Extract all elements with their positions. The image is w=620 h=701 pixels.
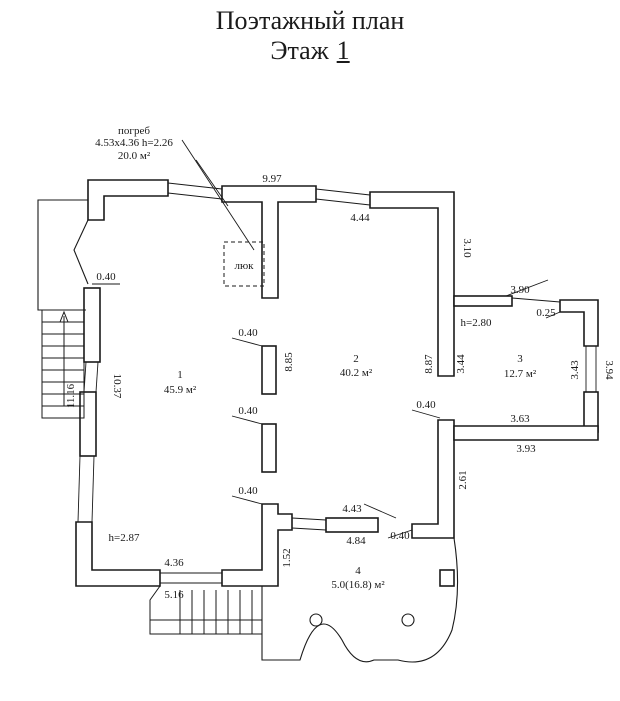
wall-annex-bottom — [453, 425, 599, 441]
dim-pillar-upper-len: 8.85 — [283, 352, 295, 372]
wall-top-right — [369, 191, 455, 377]
dim-porch-wall: 0.40 — [390, 530, 410, 542]
dim-right-lower: 2.61 — [457, 470, 469, 489]
floor-label: Этаж — [270, 36, 329, 65]
cellar-leader — [181, 139, 255, 251]
dim-room2-corner: 0.40 — [416, 399, 436, 411]
pillar-lower — [261, 423, 277, 473]
floor-number: 1 — [336, 36, 350, 65]
room-3-area: 12.7 м² — [504, 368, 537, 380]
wall-bottom-middle — [221, 503, 293, 587]
dim-porch-outer: 4.84 — [346, 535, 366, 547]
dim-annex-right-inner: 3.43 — [569, 360, 581, 380]
plan-title: Поэтажный план — [215, 6, 405, 35]
leader-lines — [92, 279, 561, 539]
room-4-number: 4 — [355, 565, 361, 577]
cellar-dims: 4.53x4.36 h=2.26 — [95, 137, 173, 149]
dim-porch-left: 1.52 — [281, 548, 293, 567]
cellar-name: погреб — [118, 125, 150, 137]
dim-left-outer: 11.16 — [65, 383, 77, 408]
left-stairs — [41, 309, 85, 419]
labels: погреб 4.53x4.36 h=2.26 20.0 м² люк 1 45… — [65, 125, 615, 601]
dim-left-inner: 10.37 — [111, 374, 123, 399]
room-2-area: 40.2 м² — [340, 367, 373, 379]
dim-pillar-upper: 0.40 — [238, 327, 258, 339]
wall-top-middle — [221, 185, 317, 299]
dim-bottom-left: 4.36 — [164, 557, 184, 569]
dim-room3-left: 3.44 — [455, 354, 467, 374]
dim-annex-right-outer: 3.94 — [603, 360, 615, 380]
dim-room2-right: 8.87 — [423, 354, 435, 374]
dim-top-inner: 4.44 — [350, 212, 370, 224]
dim-porch-inner: 4.43 — [342, 503, 362, 515]
dim-annex-height: h=2.80 — [461, 317, 492, 329]
wall-annex-top — [453, 295, 513, 307]
wall-right-lower — [411, 419, 455, 539]
dim-annex-small: 0.25 — [536, 307, 556, 319]
windows — [77, 182, 597, 584]
dim-pillar-lower: 0.40 — [238, 405, 258, 417]
walls — [75, 179, 599, 587]
room-3-number: 3 — [517, 353, 523, 365]
dim-wall-left: 0.40 — [96, 271, 116, 283]
room-1-area: 45.9 м² — [164, 384, 197, 396]
porch-post — [439, 569, 455, 587]
dim-porch-corner: 0.40 — [238, 485, 258, 497]
wall-top-left — [87, 179, 169, 221]
dim-annex-top: 3.90 — [510, 284, 530, 296]
wall-porch-inner — [325, 517, 379, 533]
room-2-number: 2 — [353, 353, 359, 365]
porch-outline — [261, 537, 459, 663]
wall-annex-corner — [559, 299, 599, 347]
dim-room1-height: h=2.87 — [109, 532, 140, 544]
pillar-upper — [261, 345, 277, 395]
dim-annex-bottom-outer: 3.93 — [516, 443, 536, 455]
dim-annex-bottom-inner: 3.63 — [510, 413, 530, 425]
dim-top-outer: 9.97 — [262, 173, 282, 185]
room-4-area: 5.0(16.8) м² — [331, 579, 385, 591]
wall-left-middle — [79, 391, 97, 457]
hatch-label: люк — [234, 260, 254, 272]
dim-stairs-width: 5.16 — [164, 589, 184, 601]
entrance — [37, 199, 89, 311]
cellar-area: 20.0 м² — [118, 150, 151, 162]
wall-left-upper — [83, 287, 101, 363]
room-1-number: 1 — [177, 369, 183, 381]
dim-right-upper: 3.10 — [461, 238, 473, 258]
